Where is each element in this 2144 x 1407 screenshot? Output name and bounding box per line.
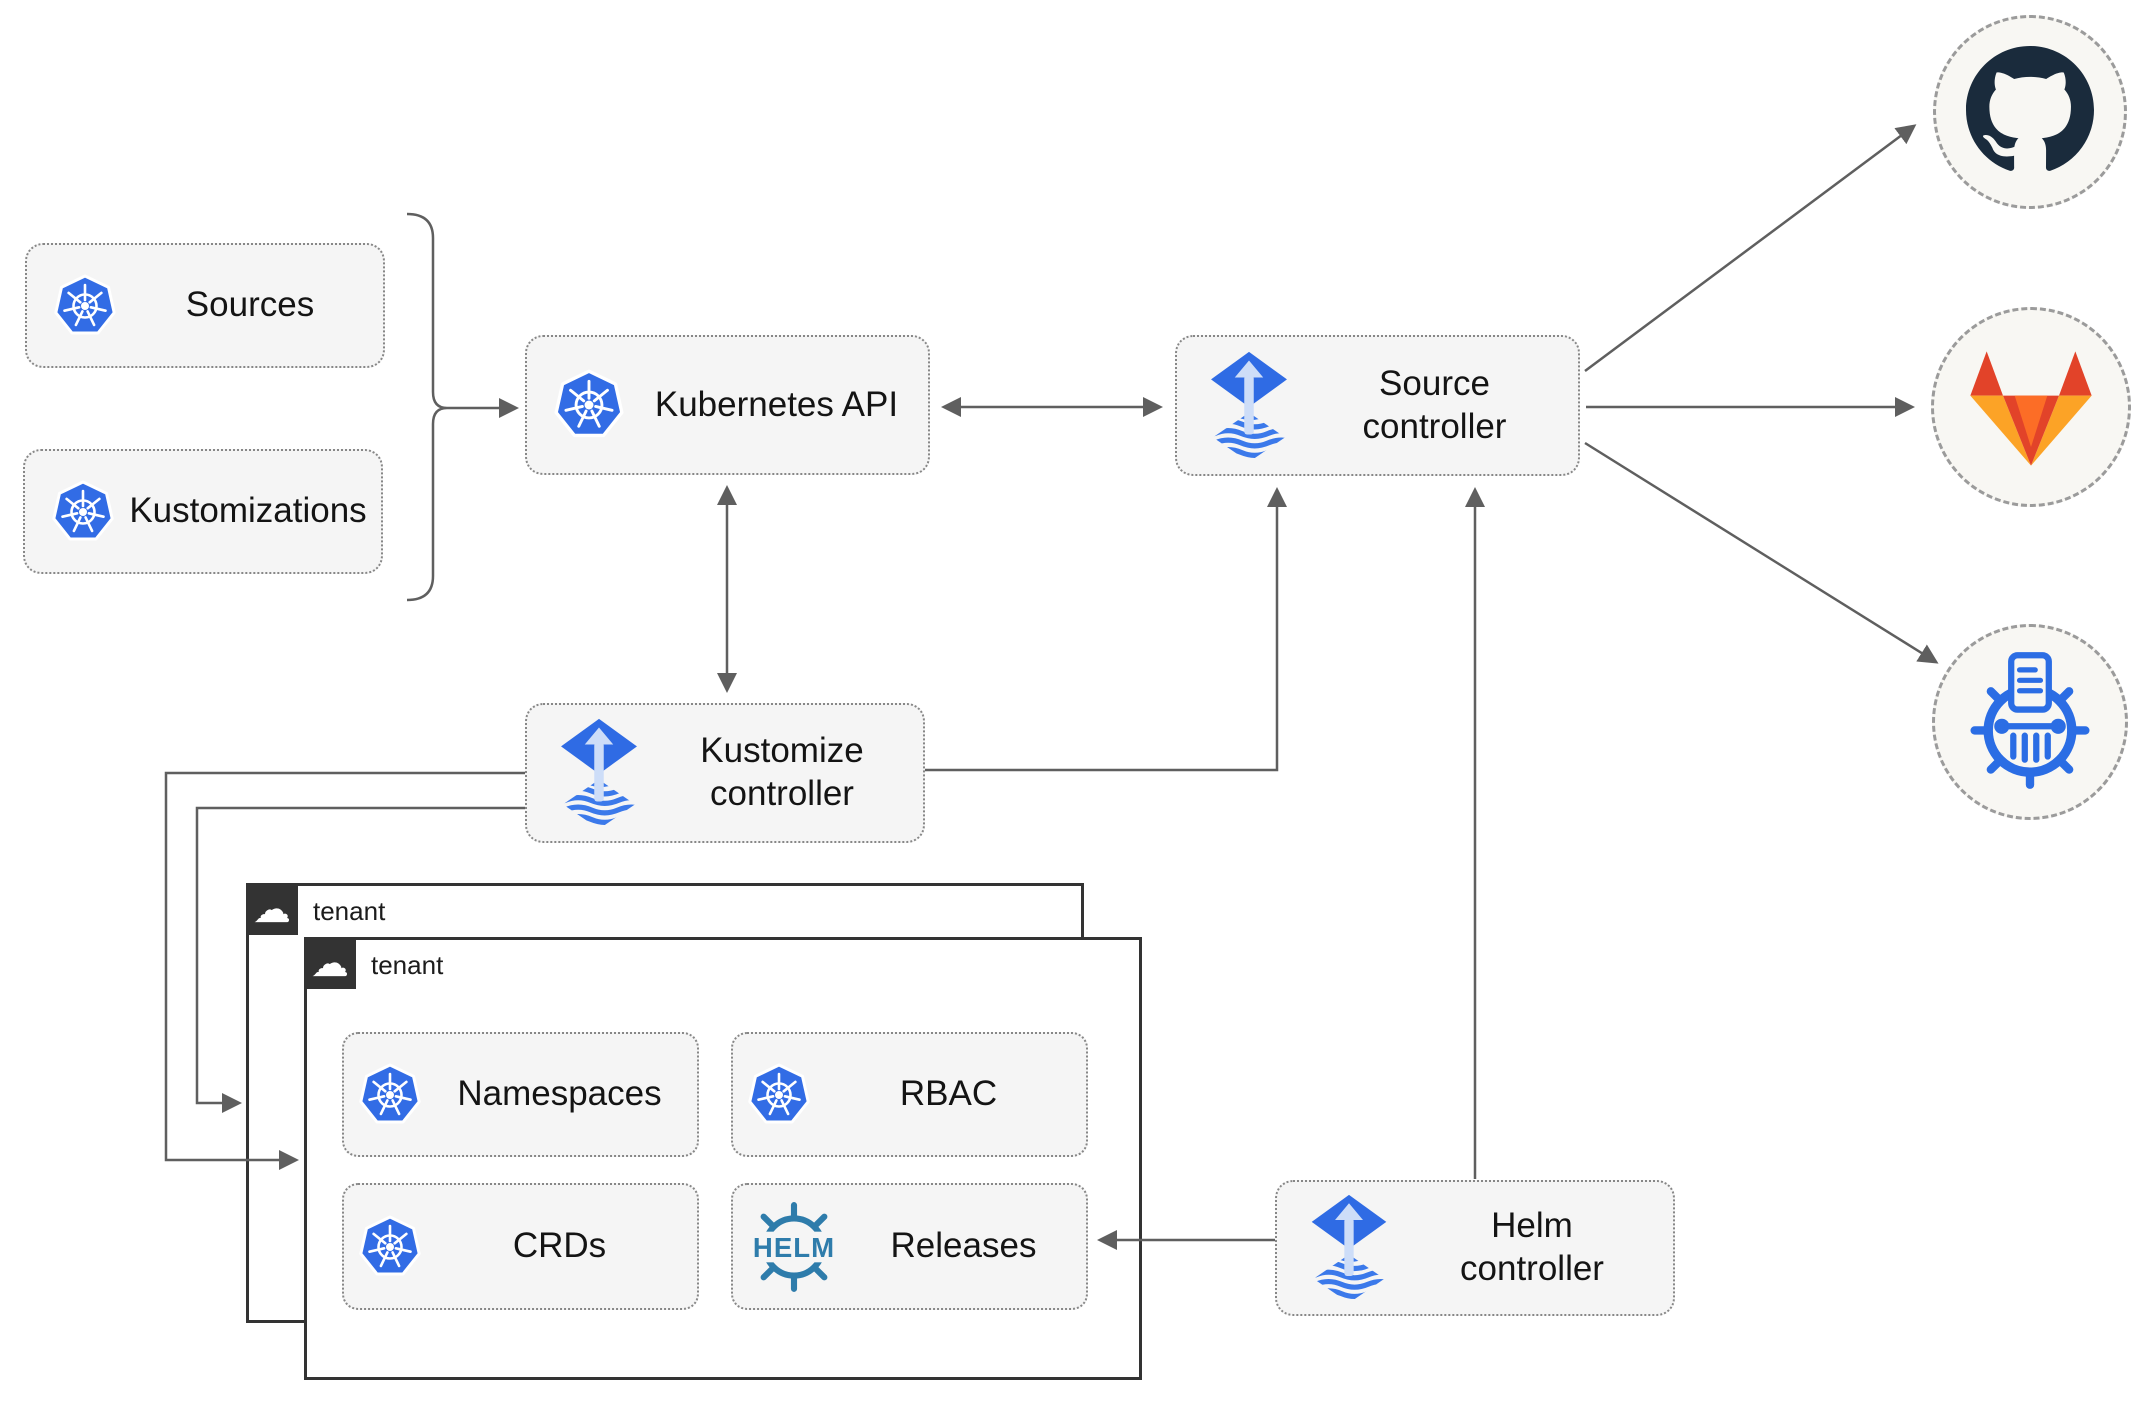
cloud-icon: ☁ xyxy=(311,941,349,985)
node-label: Sources xyxy=(185,285,315,325)
tenant-label: tenant xyxy=(313,896,386,926)
flux-icon xyxy=(1207,350,1291,462)
node-label: Releases xyxy=(890,1226,1037,1266)
kubernetes-icon xyxy=(358,1063,422,1127)
flux-icon xyxy=(557,717,641,829)
node-namespaces: Namespaces xyxy=(342,1032,699,1157)
node-label: Kubernetes API xyxy=(654,384,899,424)
remote-gitlab xyxy=(1931,307,2131,507)
node-label: Source controller xyxy=(1362,363,1507,446)
tenant-tab: ☁ xyxy=(304,937,356,989)
node-rbac: RBAC xyxy=(731,1032,1088,1157)
node-label: Kustomizations xyxy=(129,491,367,531)
edge-source-to-github xyxy=(1584,124,1917,373)
cloud-icon: ☁ xyxy=(253,887,291,931)
helm-icon: HELM xyxy=(747,1200,841,1294)
node-crds: CRDs xyxy=(342,1183,699,1310)
node-helm-controller: Helm controller xyxy=(1275,1180,1675,1316)
node-label: RBAC xyxy=(899,1074,998,1114)
node-kustomizations: Kustomizations xyxy=(23,449,383,574)
kubernetes-icon xyxy=(747,1063,811,1127)
node-label: Helm controller xyxy=(1460,1206,1604,1288)
node-sources: Sources xyxy=(25,243,385,368)
node-releases: HELM Releases xyxy=(731,1183,1088,1310)
node-label: Namespaces xyxy=(457,1074,662,1114)
tenant-tab: ☁ xyxy=(246,883,298,935)
grouping-brace xyxy=(406,212,448,602)
kubernetes-icon xyxy=(553,369,625,441)
group-tenant-front: ☁ tenant xyxy=(304,937,1142,1380)
node-kubernetes-api: Kubernetes API xyxy=(525,335,930,475)
node-source-controller: Source controller xyxy=(1175,335,1580,476)
gitlab-icon xyxy=(1961,344,2101,471)
helm-wheel-text: HELM xyxy=(753,1232,835,1263)
kubernetes-icon xyxy=(51,480,115,544)
remote-github xyxy=(1933,15,2127,209)
github-icon xyxy=(1966,45,2094,179)
tenant-label: tenant xyxy=(371,950,444,980)
kubernetes-icon xyxy=(358,1215,422,1279)
chartmuseum-icon xyxy=(1962,649,2098,796)
edge-kustomize-to-source xyxy=(925,487,1287,772)
remote-chartmuseum xyxy=(1932,624,2128,820)
edge-source-to-chartmuseum xyxy=(1584,441,1939,664)
node-label: CRDs xyxy=(512,1226,607,1266)
kubernetes-icon xyxy=(53,274,117,338)
node-kustomize-controller: Kustomize controller xyxy=(525,703,925,843)
node-label: Kustomize controller xyxy=(700,731,864,813)
flux-icon xyxy=(1307,1193,1391,1303)
